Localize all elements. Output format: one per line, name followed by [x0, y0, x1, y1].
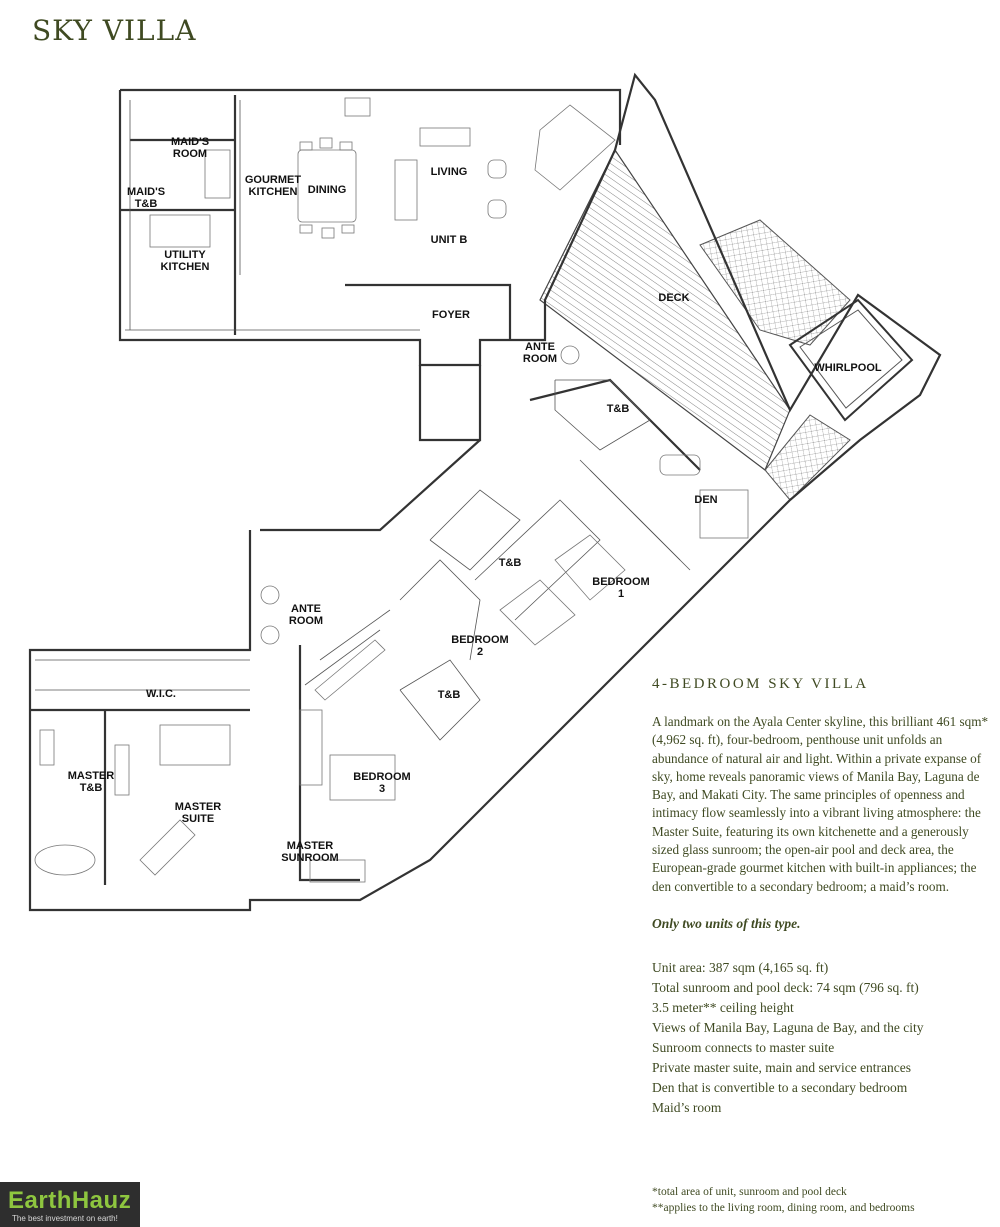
- label-ante-room-bottom-2: ROOM: [289, 615, 323, 627]
- label-gourmet-kitchen-2: KITCHEN: [249, 186, 298, 198]
- spec-item: Den that is convertible to a secondary b…: [652, 1079, 908, 1095]
- label-maids-tb-2: T&B: [135, 198, 158, 210]
- label-master-sunroom-2: SUNROOM: [281, 852, 338, 864]
- label-unit-b: UNIT B: [431, 234, 468, 246]
- footnote: *total area of unit, sunroom and pool de…: [652, 1186, 847, 1198]
- spec-item: Private master suite, main and service e…: [652, 1059, 912, 1075]
- spec-item: Maid’s room: [652, 1099, 722, 1115]
- label-master-tb: MASTER: [68, 770, 115, 782]
- logo-wordmark: EarthHauz: [8, 1187, 132, 1214]
- footnotes: *total area of unit, sunroom and pool de…: [652, 1185, 915, 1216]
- label-master-tb-2: T&B: [80, 782, 103, 794]
- label-bedroom-1: BEDROOM: [592, 576, 649, 588]
- label-foyer: FOYER: [432, 309, 470, 321]
- label-ante-room-top-2: ROOM: [523, 353, 557, 365]
- spec-item: Views of Manila Bay, Laguna de Bay, and …: [652, 1019, 924, 1035]
- label-living: LIVING: [431, 166, 468, 178]
- furniture: [34, 97, 749, 883]
- label-tb-top: T&B: [607, 403, 630, 415]
- interior-partitions: [35, 100, 691, 741]
- label-gourmet-kitchen: GOURMET: [245, 174, 302, 186]
- label-maids-tb: MAID'S: [127, 186, 165, 198]
- label-bedroom-1-num: 1: [618, 588, 624, 600]
- label-deck: DECK: [658, 292, 689, 304]
- logo-tagline: The best investment on earth!: [12, 1214, 118, 1223]
- label-master-suite-2: SUITE: [182, 813, 214, 825]
- pool-surround-lower: [764, 414, 851, 501]
- spec-item: 3.5 meter** ceiling height: [652, 999, 794, 1015]
- unit-type-heading: 4-BEDROOM SKY VILLA: [652, 676, 869, 692]
- info-panel: 4-BEDROOM SKY VILLA A landmark on the Ay…: [652, 676, 992, 1118]
- label-master-sunroom: MASTER: [287, 840, 334, 852]
- whirlpool-tub: [788, 298, 914, 422]
- label-utility-kitchen-2: KITCHEN: [161, 261, 210, 273]
- unit-description: A landmark on the Ayala Center skyline, …: [652, 714, 989, 894]
- label-ante-room-bottom: ANTE: [291, 603, 321, 615]
- label-tb-bottom: T&B: [438, 689, 461, 701]
- label-bedroom-2-num: 2: [477, 646, 483, 658]
- label-dining: DINING: [308, 184, 347, 196]
- label-whirlpool: WHIRLPOOL: [814, 362, 881, 374]
- availability-note: Only two units of this type.: [652, 915, 801, 931]
- page-title: SKY VILLA: [32, 14, 197, 47]
- label-ante-room-top: ANTE: [525, 341, 555, 353]
- label-den: DEN: [694, 494, 717, 506]
- spec-item: Unit area: 387 sqm (4,165 sq. ft): [652, 959, 829, 975]
- label-bedroom-2: BEDROOM: [451, 634, 508, 646]
- spec-item: Sunroom connects to master suite: [652, 1039, 835, 1055]
- label-maids-room: MAID'S: [171, 136, 209, 148]
- label-maids-room-2: ROOM: [173, 148, 207, 160]
- spec-item: Total sunroom and pool deck: 74 sqm (796…: [652, 979, 919, 995]
- footnote: **applies to the living room, dining roo…: [652, 1201, 915, 1214]
- earthhauz-logo[interactable]: EarthHauz The best investment on earth!: [0, 1182, 140, 1227]
- label-master-suite: MASTER: [175, 801, 222, 813]
- label-wic: W.I.C.: [146, 688, 176, 700]
- spec-list: Unit area: 387 sqm (4,165 sq. ft) Total …: [652, 958, 992, 1118]
- room-labels: MAID'S ROOM MAID'S T&B GOURMET KITCHEN D…: [68, 136, 882, 864]
- label-bedroom-3: BEDROOM: [353, 771, 410, 783]
- label-utility-kitchen: UTILITY: [164, 249, 206, 261]
- label-bedroom-3-num: 3: [379, 783, 385, 795]
- label-tb-middle: T&B: [499, 557, 522, 569]
